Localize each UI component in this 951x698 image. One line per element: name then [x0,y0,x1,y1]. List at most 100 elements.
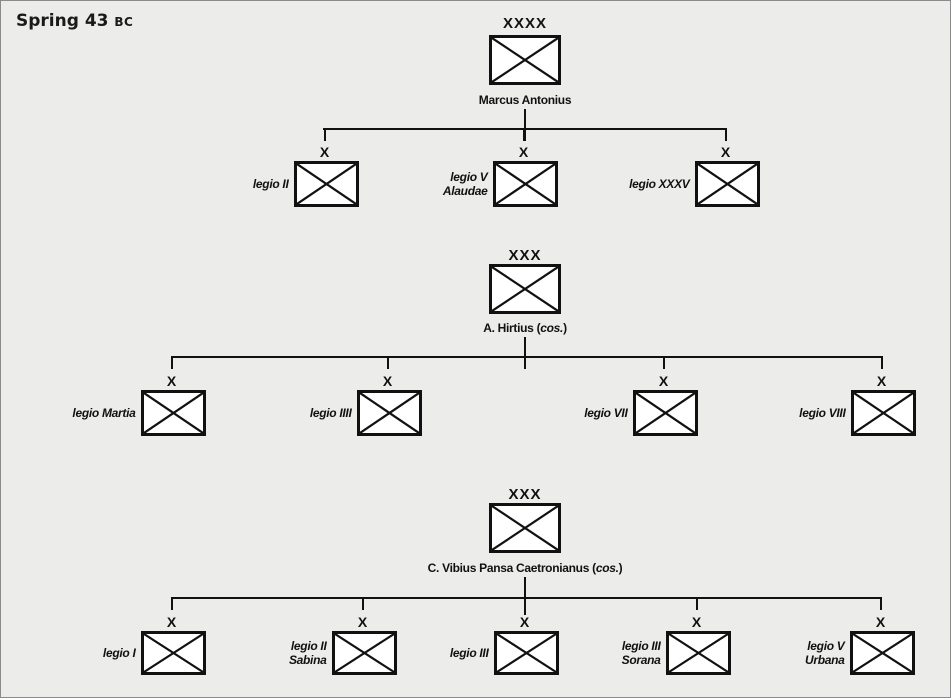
connector-drop [171,356,173,369]
connector-drop [725,128,727,141]
formation-echelon-marker: XXX [508,486,542,503]
legion-name-line: legio II [252,177,289,191]
legion-name-line: legio VII [584,406,628,420]
legion-label: legio II [253,177,289,191]
legion-symbol [140,390,206,436]
connector-horizontal [171,356,883,358]
unit-echelon-marker: X [720,144,732,160]
unit-echelon-marker: X [875,614,887,630]
unit-echelon-marker: X [691,614,703,630]
connector-drop [880,597,882,610]
connector-horizontal [323,128,727,130]
legion-symbol [850,390,916,436]
legion-label: legio I [103,646,136,660]
legion-symbol [665,631,731,675]
legion-name-line: legio I [102,646,136,660]
commander-title: cos. [595,561,619,575]
connector-horizontal [171,597,882,599]
unit-symbol-cross-icon [636,393,695,433]
legion-label: legio XXXV [629,177,690,191]
connector-drop [171,597,173,610]
legion-name-line: legio IIII [309,406,352,420]
connector-drop [523,128,525,141]
legion-symbol [331,631,397,675]
legion-name-line: Sabina [288,653,327,667]
legion-symbol [356,390,422,436]
formation-symbol [489,35,561,85]
unit-symbol-cross-icon [360,393,419,433]
unit-echelon-marker: X [166,614,178,630]
unit-echelon-marker: X [357,614,369,630]
unit-symbol-cross-icon [144,634,203,672]
unit-echelon-marker: X [658,373,670,389]
legion-symbol [632,390,698,436]
connector-drop [362,597,364,610]
legion-name-line: legio III [621,639,661,653]
unit-symbol-cross-icon [698,164,757,204]
legion-symbol [849,631,915,675]
unit-symbol-cross-icon [496,164,555,204]
title-text: Spring 43 [16,11,109,31]
commander-name: Marcus Antonius [478,93,572,107]
unit-symbol-cross-icon [492,506,558,550]
unit-echelon-marker: X [166,373,178,389]
connector-drop [524,597,526,610]
formation-symbol [489,264,561,314]
unit-symbol-cross-icon [854,393,913,433]
unit-symbol-cross-icon [144,393,203,433]
connector-drop [696,597,698,610]
unit-echelon-marker: X [519,614,531,630]
unit-symbol-cross-icon [669,634,728,672]
legion-name-line: Sorana [621,653,661,667]
diagram-title: Spring 43 BC [16,11,133,31]
legion-symbol [493,631,559,675]
legion-label: legio VII [584,406,628,420]
legion-name-line: legio V [807,639,845,653]
formation-symbol [489,503,561,553]
connector-vertical [524,577,526,615]
formation-echelon-marker: XXX [508,247,542,264]
legion-name-line: Urbana [804,653,845,667]
legion-label: legio III [450,646,489,660]
legion-label: legio IIII [310,406,352,420]
legion-name-line: legio VIII [799,406,846,420]
legion-name-line: legio Martia [72,406,136,420]
connector-drop [663,356,665,369]
legion-label: legio Martia [72,406,135,420]
legion-label: legio VIII [799,406,846,420]
commander-label: Marcus Antonius [478,93,572,107]
title-era: BC [114,15,134,29]
unit-symbol-cross-icon [297,164,356,204]
unit-echelon-marker: X [518,144,530,160]
legion-name-line: legio XXXV [629,177,690,191]
connector-drop [881,356,883,369]
connector-drop [324,128,326,141]
legion-symbol [694,161,760,207]
commander-title: cos. [540,321,564,335]
legion-symbol [293,161,359,207]
commander-name: A. Hirtius [483,321,534,335]
legion-name-line: legio II [290,639,327,653]
connector-drop [387,356,389,369]
legion-symbol [140,631,206,675]
connector-vertical [524,109,526,141]
unit-symbol-cross-icon [335,634,394,672]
unit-echelon-marker: X [876,373,888,389]
connector-vertical [524,337,526,369]
legion-name-line: legio III [449,646,489,660]
unit-symbol-cross-icon [492,267,558,311]
commander-label: C. Vibius Pansa Caetronianus (cos.) [427,561,623,575]
unit-echelon-marker: X [319,144,331,160]
unit-symbol-cross-icon [497,634,556,672]
unit-symbol-cross-icon [853,634,912,672]
unit-echelon-marker: X [382,373,394,389]
legion-name-line: Alaudae [442,184,488,198]
legion-symbol [492,161,558,207]
legion-name-line: legio V [450,170,488,184]
unit-symbol-cross-icon [492,38,558,82]
